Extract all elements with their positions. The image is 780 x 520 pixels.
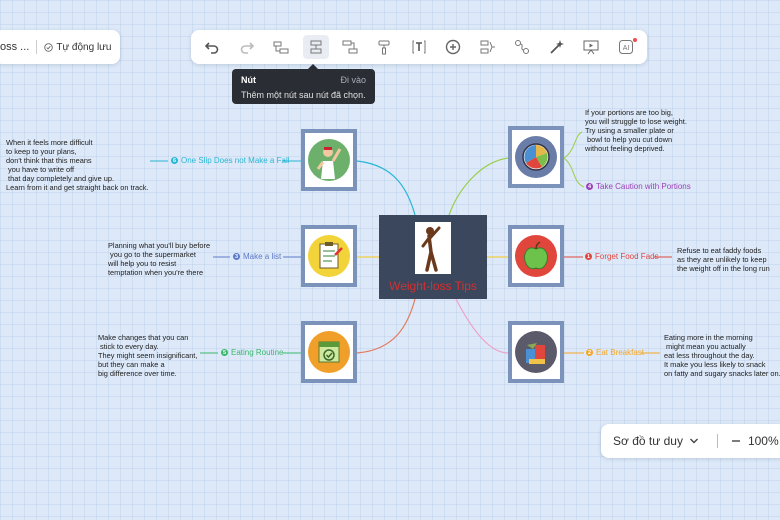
view-zoom-panel: Sơ đồ tư duy 100%: [601, 424, 780, 458]
central-topic-image: [415, 222, 451, 274]
title-divider: [36, 40, 38, 54]
branch-number-badge: 3: [233, 253, 240, 260]
node-make-a-list[interactable]: [301, 225, 357, 287]
view-mode-label: Sơ đồ tư duy: [613, 434, 683, 448]
insert-child-node-icon: [273, 41, 289, 54]
notification-dot: [632, 38, 637, 42]
main-toolbar: AI: [191, 30, 647, 64]
branch-number-badge: 2: [586, 349, 593, 356]
branch-label-text: Eating Routine: [231, 348, 284, 357]
insert-sibling-node-button[interactable]: [302, 35, 329, 59]
autosave-status: Tự động lưu: [44, 42, 111, 53]
plate-icon: [515, 136, 557, 178]
redo-button[interactable]: [234, 35, 260, 59]
tooltip-title: Nút: [241, 75, 256, 85]
central-topic-label: Weight-loss Tips: [389, 279, 477, 293]
magic-icon: [550, 40, 564, 54]
branch-label-text: Make a list: [243, 252, 282, 261]
ai-icon: AI: [618, 40, 633, 54]
presentation-button[interactable]: [578, 35, 604, 59]
branch-note[interactable]: If your portions are too big, you will s…: [585, 108, 687, 153]
food-plate-icon: [522, 143, 550, 171]
breakfast-food-icon: [526, 343, 545, 364]
node-food-fads[interactable]: [508, 225, 564, 287]
svg-text:AI: AI: [622, 45, 629, 52]
format-painter-button[interactable]: [371, 35, 397, 59]
insert-sibling-node-icon: [310, 40, 322, 54]
tooltip: Nút Đi vào Thêm một nút sau nút đã chọn.: [232, 64, 375, 104]
branch-note[interactable]: Planning what you'll buy before you go t…: [108, 241, 211, 277]
branch-note[interactable]: When it feels more difficult to keep to …: [6, 138, 149, 192]
format-painter-icon: [378, 40, 390, 55]
exercising-person-icon: [421, 226, 441, 272]
green-apple-icon: [524, 241, 548, 270]
node-one-slip[interactable]: [301, 129, 357, 191]
ai-button[interactable]: AI: [613, 35, 639, 59]
zoom-out-icon[interactable]: [730, 435, 742, 447]
relationship-icon: [515, 40, 530, 54]
branch-label-text: Forget Food Fads: [595, 252, 659, 261]
branch-note[interactable]: Eating more in the morning might mean yo…: [664, 333, 780, 378]
chevron-down-icon: [689, 438, 698, 444]
undo-button[interactable]: [199, 35, 225, 59]
branch-label-text: One Slip Does not Make a Fall: [181, 156, 290, 165]
text-button[interactable]: [406, 35, 432, 59]
zoom-level[interactable]: 100%: [747, 434, 779, 448]
node-portions[interactable]: [508, 126, 564, 188]
add-icon: [446, 39, 461, 55]
node-eating-routine[interactable]: [301, 321, 357, 383]
branch-note[interactable]: Make changes that you can stick to every…: [98, 333, 198, 378]
check-circle-icon: [44, 42, 54, 52]
branch-number-badge: 1: [585, 253, 592, 260]
calendar-check-icon: [318, 341, 340, 363]
calendar-icon: [308, 331, 350, 373]
magic-button[interactable]: [544, 35, 570, 59]
tooltip-shortcut: Đi vào: [340, 75, 366, 85]
panel-divider: [716, 434, 718, 448]
document-title-panel: oss ... Tự động lưu: [0, 30, 120, 64]
relationship-button[interactable]: [509, 35, 535, 59]
tooltip-arrow: [308, 64, 318, 69]
summary-icon: [480, 40, 495, 54]
presentation-icon: [583, 40, 599, 55]
branch-note[interactable]: Refuse to eat faddy foods as they are un…: [677, 246, 770, 273]
add-button[interactable]: [440, 35, 466, 59]
branch-number-badge: 4: [586, 183, 593, 190]
central-topic[interactable]: Weight-loss Tips: [379, 215, 487, 299]
undo-icon: [205, 42, 219, 54]
clipboard-icon: [319, 242, 343, 269]
redo-icon: [240, 42, 254, 54]
branch-label-text: Eat Breakfast: [596, 348, 645, 357]
view-mode-selector[interactable]: Sơ đồ tư duy: [613, 434, 699, 448]
node-breakfast[interactable]: [508, 321, 564, 383]
tooltip-description: Thêm một nút sau nút đã chọn.: [241, 90, 366, 100]
text-icon: [412, 40, 426, 54]
winner-figure-icon: [316, 147, 342, 179]
apple-icon: [515, 235, 557, 277]
zoom-control: 100%: [730, 434, 779, 448]
insert-child-node-button[interactable]: [268, 35, 294, 59]
winner-icon: [308, 139, 350, 181]
checklist-icon: [308, 235, 350, 277]
breakfast-icon: [515, 331, 557, 373]
insert-parent-node-button[interactable]: [337, 35, 363, 59]
autosave-label: Tự động lưu: [56, 41, 112, 53]
document-title[interactable]: oss ...: [0, 41, 30, 53]
branch-number-badge: 6: [171, 157, 178, 164]
insert-parent-node-icon: [342, 40, 358, 54]
branch-number-badge: 5: [221, 349, 228, 356]
summary-button[interactable]: [475, 35, 501, 59]
branch-label-text: Take Caution with Portions: [596, 182, 691, 191]
